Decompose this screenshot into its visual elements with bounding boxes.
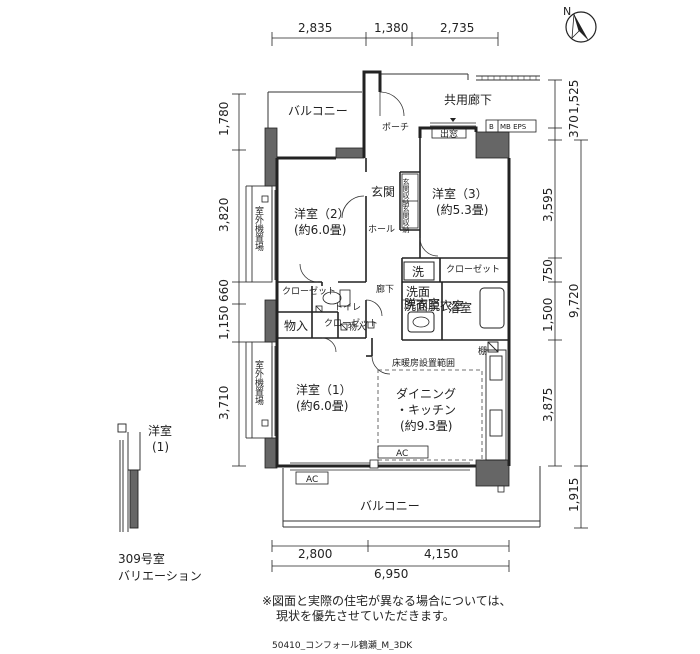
dim-left-2: 3,820 bbox=[217, 198, 231, 232]
dim-bottom-2: 4,150 bbox=[424, 547, 458, 561]
label-common-corridor: 共用廊下 bbox=[444, 92, 492, 107]
bottom-dimension-line bbox=[271, 540, 510, 572]
interior-walls bbox=[277, 138, 509, 357]
dim-left-3: 660 bbox=[217, 279, 231, 302]
variation-caption: バリエーション bbox=[118, 569, 202, 583]
label-porch: ポーチ bbox=[382, 122, 409, 133]
dim-bottom-1: 2,800 bbox=[298, 547, 332, 561]
label-ac-lower: AC bbox=[306, 475, 318, 485]
label-outdoor-unit-1: 室外機置場 bbox=[253, 205, 264, 252]
label-outdoor-unit-2: 室外機置場 bbox=[253, 359, 264, 406]
wall-sleeves bbox=[261, 195, 505, 493]
label-storage-1: 物入 bbox=[284, 319, 308, 333]
right-dimension-line bbox=[548, 79, 588, 529]
b-mark: B bbox=[489, 123, 494, 131]
mb-eps-box bbox=[485, 119, 537, 133]
dim-top-2: 1,380 bbox=[374, 21, 408, 35]
ac-unit-lower bbox=[295, 471, 329, 485]
variation-unit: 309号室 bbox=[118, 551, 165, 566]
kitchen-counter bbox=[485, 341, 507, 461]
variation-room-label: 洋室 bbox=[148, 423, 172, 438]
common-corridor-railing bbox=[380, 73, 540, 81]
footer-label: 50410_コンフォール鶴瀬_M_3DK bbox=[272, 639, 413, 650]
note-line-1: ※図面と実際の住宅が異なる場合については、 bbox=[262, 593, 511, 608]
label-bathroom: 浴室 bbox=[448, 300, 472, 315]
dim-top-1: 2,835 bbox=[298, 21, 332, 35]
small-fixtures bbox=[315, 305, 375, 331]
window-sill-box bbox=[431, 127, 467, 139]
bay-window-label: 出窓 bbox=[440, 128, 458, 140]
label-closet-small: クローゼット bbox=[282, 285, 336, 297]
dim-right-1500: 1,500 bbox=[541, 298, 555, 332]
label-dressing-room: 洗面脱衣室 bbox=[404, 298, 464, 313]
dim-top-3: 2,735 bbox=[440, 21, 474, 35]
dim-right-1525: 1,525 bbox=[567, 80, 581, 114]
label-balcony-north: バルコニー bbox=[288, 104, 348, 118]
shoe-storage-label-1: 玄関収納 bbox=[402, 177, 410, 207]
label-western-room-1: 洋室（1） bbox=[296, 382, 352, 397]
label-western-room-2-size: (約6.0畳) bbox=[294, 222, 346, 237]
label-dressing-room-1: 洗面 bbox=[406, 285, 430, 299]
label-toilet: トイレ bbox=[334, 303, 361, 313]
note-line-2: 現状を優先させていただきます。 bbox=[276, 609, 455, 623]
washer-box bbox=[403, 261, 435, 281]
label-western-room-1-size: (約6.0畳) bbox=[296, 398, 348, 413]
label-ac-upper: AC bbox=[396, 449, 408, 459]
mb-eps-label: MB EPS bbox=[500, 123, 527, 131]
dim-right-9720: 9,720 bbox=[567, 284, 581, 318]
label-dining-size: (約9.3畳) bbox=[400, 418, 452, 433]
toilet-fixture bbox=[322, 289, 351, 307]
dim-right-370: 370 bbox=[567, 115, 581, 138]
dim-left-1: 1,780 bbox=[217, 102, 231, 136]
north-balcony bbox=[267, 91, 362, 128]
dim-right-3875: 3,875 bbox=[541, 388, 555, 422]
ac-unit-upper bbox=[377, 445, 429, 459]
variation-room-number: (1) bbox=[152, 440, 169, 454]
dim-right-1915: 1,915 bbox=[567, 478, 581, 512]
dim-left-5: 3,710 bbox=[217, 386, 231, 420]
label-shelf: 棚 bbox=[478, 345, 487, 357]
dim-bottom-total: 6,950 bbox=[374, 567, 408, 581]
label-dressing-room-2: 脱衣室 bbox=[404, 296, 440, 311]
meter-mark-icon bbox=[450, 118, 456, 122]
label-western-room-3: 洋室（3） bbox=[432, 186, 488, 201]
label-hall: ホール bbox=[368, 224, 395, 235]
label-storage-2: 物入 bbox=[348, 321, 366, 333]
north-arrow-icon: N bbox=[563, 5, 597, 43]
south-balcony bbox=[282, 466, 541, 528]
variation-inset bbox=[117, 423, 141, 532]
top-dimension-line bbox=[271, 32, 499, 46]
label-dining-2: ・キッチン bbox=[396, 403, 456, 417]
label-dining-1: ダイニング bbox=[396, 386, 456, 401]
windows bbox=[271, 122, 476, 471]
label-corridor: 廊下 bbox=[376, 283, 394, 295]
structural-columns bbox=[264, 127, 510, 487]
label-entrance: 玄関 bbox=[371, 184, 395, 199]
label-closet-small-2: クローゼット bbox=[324, 317, 378, 329]
north-label: N bbox=[563, 5, 571, 18]
label-closet-dressing: クローゼット bbox=[446, 263, 500, 275]
dim-left-4: 1,150 bbox=[217, 306, 231, 340]
label-floor-heating: 床暖房設置範囲 bbox=[392, 357, 455, 369]
dim-right-750: 750 bbox=[541, 259, 555, 282]
label-western-room-3-size: (約5.3畳) bbox=[436, 202, 488, 217]
floor-heating-area bbox=[377, 369, 483, 461]
label-balcony-south: バルコニー bbox=[360, 499, 420, 513]
shoe-storage-label-2: 玄関収納 bbox=[402, 204, 410, 234]
dim-right-3595: 3,595 bbox=[541, 188, 555, 222]
basin-bowl bbox=[412, 316, 430, 328]
bathtub bbox=[479, 287, 505, 329]
wash-basin bbox=[407, 311, 435, 333]
label-wash: 洗 bbox=[412, 265, 424, 279]
door-swings bbox=[299, 91, 439, 375]
label-western-room-2: 洋室（2） bbox=[294, 206, 350, 221]
left-dimension-line bbox=[232, 93, 246, 467]
